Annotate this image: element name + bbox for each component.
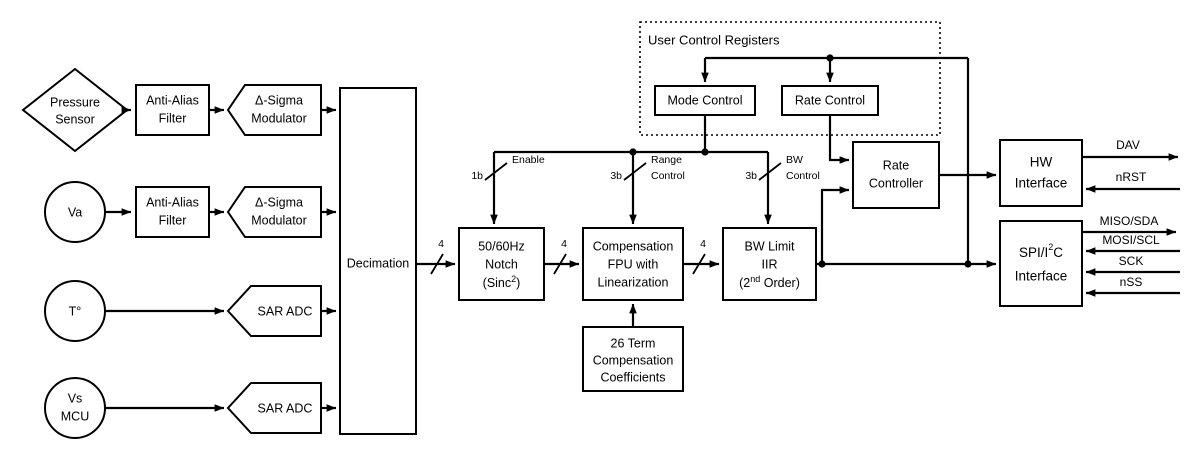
label-dav: DAV xyxy=(1116,138,1140,152)
bus-width-notch-out: 4 xyxy=(561,238,567,250)
vs-mcu-label-line1: Vs xyxy=(68,391,83,405)
rate-control-label: Rate Control xyxy=(795,93,865,107)
vs-mcu-label-line2: MCU xyxy=(61,409,89,423)
compensation-fpu-label-line1: Compensation xyxy=(593,239,674,253)
anti-alias-filter-2-label-line1: Anti-Alias xyxy=(146,195,199,209)
notch-filter-label-line3: (Sinc2) xyxy=(483,274,521,290)
delta-sigma-modulator-2-shape xyxy=(226,186,322,238)
label-bw-control-line1: BW xyxy=(786,154,803,166)
bits-bw-control: 3b xyxy=(745,170,757,182)
rate-controller-label-line2: Controller xyxy=(869,176,923,190)
bus-slash-notch-out xyxy=(553,253,567,275)
bw-limit-iir-shape xyxy=(722,227,817,301)
mode-control-label: Mode Control xyxy=(667,93,742,107)
label-range-control-line2: Control xyxy=(651,170,685,182)
label-nss: nSS xyxy=(1120,275,1143,289)
delta-sigma-modulator-1-label-line2: Modulator xyxy=(251,111,307,125)
junction-mode-control-bus xyxy=(701,148,709,156)
label-enable: Enable xyxy=(512,154,545,166)
hw-interface-shape xyxy=(999,139,1083,207)
spi-i2c-interface-label-line2: Interface xyxy=(1015,269,1068,284)
delta-sigma-modulator-2-label-line2: Modulator xyxy=(251,213,307,227)
delta-sigma-modulator-1-shape xyxy=(226,84,322,136)
bw-limit-iir-label-line1: BW Limit xyxy=(745,239,796,253)
notch-filter-label-line1: 50/60Hz xyxy=(478,239,525,253)
bus-slash-decimation-out xyxy=(430,253,444,275)
user-control-registers-group xyxy=(639,21,941,136)
notch-filter-label-line2: Notch xyxy=(485,257,518,271)
anti-alias-filter-1-label-line1: Anti-Alias xyxy=(146,93,199,107)
label-bw-control-line2: Control xyxy=(786,170,820,182)
hw-interface-label-line2: Interface xyxy=(1015,176,1068,191)
bus-slash-enable xyxy=(484,162,508,181)
label-range-control-line1: Range xyxy=(651,154,682,166)
va-source-label: Va xyxy=(68,205,82,219)
hw-interface-label-line1: HW xyxy=(1030,155,1053,170)
label-sck: SCK xyxy=(1119,254,1144,268)
bus-slash-range xyxy=(623,162,647,181)
mode-control-shape[interactable] xyxy=(654,85,756,116)
bits-range-control: 3b xyxy=(610,170,622,182)
wire-rate-control-to-rate-controller xyxy=(828,115,850,164)
sar-adc-2-shape xyxy=(226,382,322,434)
compensation-fpu-shape xyxy=(582,227,684,301)
notch-filter-shape xyxy=(458,227,545,301)
spi-i2c-interface-label-line1: SPI/I2C xyxy=(1019,242,1063,259)
spi-i2c-interface-shape xyxy=(999,220,1083,307)
bw-limit-iir-label-line3: (2nd Order) xyxy=(739,274,800,290)
vs-mcu-source-shape xyxy=(44,377,106,439)
label-nrst: nRST xyxy=(1116,170,1147,184)
label-miso-sda: MISO/SDA xyxy=(1100,214,1159,228)
user-control-registers-label: User Control Registers xyxy=(648,32,780,47)
rate-control-shape[interactable] xyxy=(781,85,879,116)
compensation-coefficients-label-line1: 26 Term xyxy=(611,336,656,350)
decimation-label: Decimation xyxy=(347,256,410,270)
bus-width-fpu-out: 4 xyxy=(700,238,706,250)
pressure-sensor-label-line2: Sensor xyxy=(55,112,95,126)
sar-adc-2-label: SAR ADC xyxy=(258,401,313,415)
label-mosi-scl: MOSI/SCL xyxy=(1102,233,1160,247)
compensation-fpu-label-line2: FPU with xyxy=(608,257,659,271)
sar-adc-1-shape xyxy=(226,285,322,337)
bus-width-decimation-out: 4 xyxy=(438,238,444,250)
wire-bw-to-rate-controller xyxy=(820,186,850,264)
bus-slash-bw xyxy=(758,162,782,181)
rate-controller-shape xyxy=(852,141,940,209)
delta-sigma-modulator-2-label-line1: Δ-Sigma xyxy=(255,195,303,209)
sar-adc-1-label: SAR ADC xyxy=(258,304,313,318)
anti-alias-filter-1-label-line2: Filter xyxy=(159,111,187,125)
pressure-sensor-label-line1: Pressure xyxy=(50,95,100,109)
decimation-shape xyxy=(339,87,417,435)
pressure-sensor-shape xyxy=(21,67,129,153)
compensation-coefficients-label-line3: Coefficients xyxy=(600,370,665,384)
temperature-source-label: T° xyxy=(69,304,82,318)
bus-slash-fpu-out xyxy=(692,253,706,275)
compensation-fpu-label-line3: Linearization xyxy=(598,275,669,289)
rate-controller-label-line1: Rate xyxy=(883,158,909,172)
bits-enable: 1b xyxy=(471,170,483,182)
delta-sigma-modulator-1-label-line1: Δ-Sigma xyxy=(255,93,303,107)
bw-limit-iir-label-line2: IIR xyxy=(762,257,778,271)
anti-alias-filter-2-shape xyxy=(135,186,210,238)
anti-alias-filter-2-label-line2: Filter xyxy=(159,213,187,227)
compensation-coefficients-label-line2: Compensation xyxy=(593,353,674,367)
